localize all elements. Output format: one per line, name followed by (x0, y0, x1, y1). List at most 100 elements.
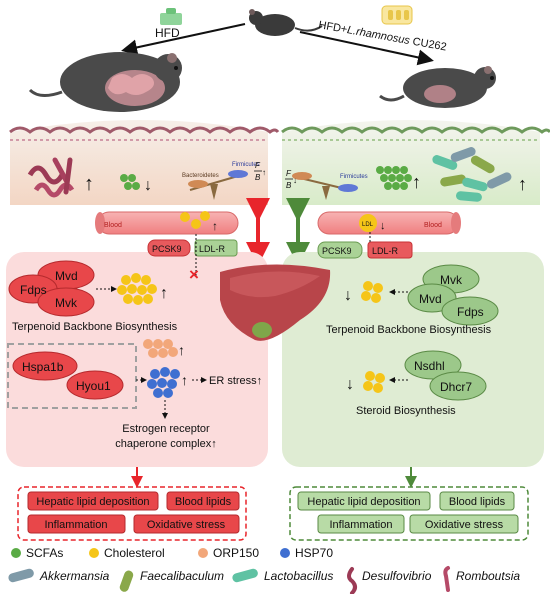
svg-text:Inflammation: Inflammation (330, 519, 393, 531)
cholesterol-cluster-right (361, 281, 383, 303)
cholesterol-cluster-steroid (363, 371, 385, 393)
svg-text:F: F (255, 161, 261, 170)
fb-balance-left (188, 170, 248, 200)
bacteroidetes-label: Bacteroidetes (182, 173, 219, 179)
desulfovibrio-romboutsia-cluster (27, 157, 75, 198)
desulfovibrio-up-arrow: ↑ (84, 173, 94, 195)
outcome-oxidative-right (409, 514, 519, 534)
gene-fdps-left-label: Fdps (20, 283, 47, 297)
scfa-down-arrow: ↓ (144, 177, 152, 194)
legend-hsp70-swatch (280, 548, 290, 558)
ldlr-box-right (367, 241, 413, 259)
outcome-blood-lipids-left (166, 491, 240, 511)
ldl-up-arrow-left: ↑ (212, 219, 218, 233)
legend-akkermansia-icon (8, 568, 34, 583)
svg-text:Oxidative stress: Oxidative stress (147, 519, 226, 531)
beneficial-bacteria-cluster (432, 147, 512, 202)
gene-mvk-left-label: Mvk (55, 296, 78, 310)
legend-romboutsia-icon (443, 566, 450, 592)
hfd-mouse (28, 52, 182, 112)
blood-vessel-right (317, 211, 461, 235)
legend-romboutsia-label: Romboutsia (456, 569, 520, 583)
cholesterol-down-arrow-steroid: ↓ (346, 376, 354, 393)
legend-scfa-swatch (11, 548, 21, 558)
legend: SCFAs Cholesterol ORP150 HSP70 Akkermans… (8, 546, 520, 595)
svg-text:Oxidative stress: Oxidative stress (425, 519, 504, 531)
svg-text:↑: ↑ (262, 168, 266, 177)
outcome-hepatic-lipid-left (27, 491, 159, 511)
ldlr-box-left (194, 239, 238, 257)
ldl-particle-right (359, 214, 377, 232)
arrow-to-hfd-mouse (121, 23, 246, 56)
scfa-cluster-left (120, 174, 140, 190)
gene-mvd-left-label: Mvd (55, 269, 78, 283)
fb-ratio-left: F B ↑ (254, 161, 266, 182)
gene-cluster-left-terpenoid (8, 260, 95, 317)
legend-desulfovibrio-icon (347, 567, 357, 595)
probiotic-mouse (379, 66, 496, 108)
cholesterol-up-arrow-left: ↑ (160, 285, 168, 302)
svg-text:B: B (255, 173, 261, 182)
gene-cluster-right-terpenoid (407, 264, 499, 326)
gene-hspa1b (12, 351, 78, 381)
legend-faecalibaculum-label: Faecalibaculum (140, 569, 224, 583)
liver-icon (220, 264, 331, 341)
gene-fdps-right-label: Fdps (457, 305, 484, 319)
er-stress-label: ER stress↑ (209, 375, 262, 387)
legend-akkermansia-label: Akkermansia (39, 569, 110, 583)
arrow-to-probiotic-mouse (299, 31, 434, 66)
left-diet-label: HFD (155, 26, 180, 40)
svg-text:Hepatic lipid deposition: Hepatic lipid deposition (36, 496, 149, 508)
legend-orp150-swatch (198, 548, 208, 558)
right-diet-label: HFD+L.rhamnosusCU262 (317, 19, 447, 53)
pcsk9-box-left (147, 239, 191, 257)
legend-cholesterol-swatch (89, 548, 99, 558)
blocked-mark: × (189, 265, 199, 284)
svg-text:Inflammation: Inflammation (45, 519, 108, 531)
scfa-up-arrow: ↑ (412, 172, 421, 192)
legend-lactobacillus-label: Lactobacillus (264, 569, 333, 583)
ldlr-label-left: LDL-R (199, 244, 226, 254)
fb-ratio-right: F B ↓ (285, 169, 297, 190)
outcome-blood-lipids-right (439, 491, 515, 511)
svg-text:Hepatic lipid deposition: Hepatic lipid deposition (307, 496, 420, 508)
legend-cholesterol-label: Cholesterol (104, 546, 165, 560)
cholesterol-cluster-left (117, 273, 157, 305)
gene-hspa1b-label: Hspa1b (22, 360, 64, 374)
outcome-hepatic-lipid-right (297, 491, 431, 511)
gene-hyou1 (66, 370, 124, 400)
hsp-gene-box (7, 343, 137, 409)
gene-mvd-right-label: Mvd (419, 292, 442, 306)
ldl-down-arrow-right: ↓ (380, 220, 386, 232)
outcome-inflammation-left (27, 514, 126, 534)
legend-scfa-label: SCFAs (26, 546, 63, 560)
legend-desulfovibrio-label: Desulfovibrio (362, 569, 432, 583)
right-outcome-box (289, 486, 529, 541)
svg-text:↓: ↓ (293, 176, 297, 185)
hsp70-up-arrow: ↑ (181, 372, 188, 388)
svg-text:F: F (286, 169, 292, 178)
hfd-food-icon (160, 8, 182, 25)
gut-panel-right (281, 120, 550, 205)
gene-dhcr7 (429, 371, 487, 401)
gene-mvk-left (37, 287, 95, 317)
legend-lactobacillus-icon (232, 568, 258, 583)
top-mouse (249, 9, 323, 36)
ldl-label-right: LDL (362, 222, 374, 228)
estrogen-line2: chaperone complex↑ (115, 438, 217, 450)
svg-text:Blood lipids: Blood lipids (449, 496, 506, 508)
pcsk9-label-right: PCSK9 (322, 246, 352, 256)
left-outcome-box (17, 486, 247, 541)
lactobacillus-supplement-icon (381, 5, 413, 25)
gene-mvk-right-label: Mvk (440, 273, 463, 287)
outcome-inflammation-right (317, 514, 405, 534)
gene-dhcr7-label: Dhcr7 (440, 380, 472, 394)
outcome-oxidative-left (133, 514, 240, 534)
beneficial-bacteria-up-arrow: ↑ (518, 174, 527, 194)
gene-fdps-right (441, 296, 499, 326)
orp150-up-arrow: ↑ (178, 342, 185, 358)
pcsk9-label-left: PCSK9 (152, 244, 182, 254)
firmicutes-label: Firmicutes (232, 162, 260, 168)
cholesterol-down-arrow-right: ↓ (344, 287, 352, 304)
